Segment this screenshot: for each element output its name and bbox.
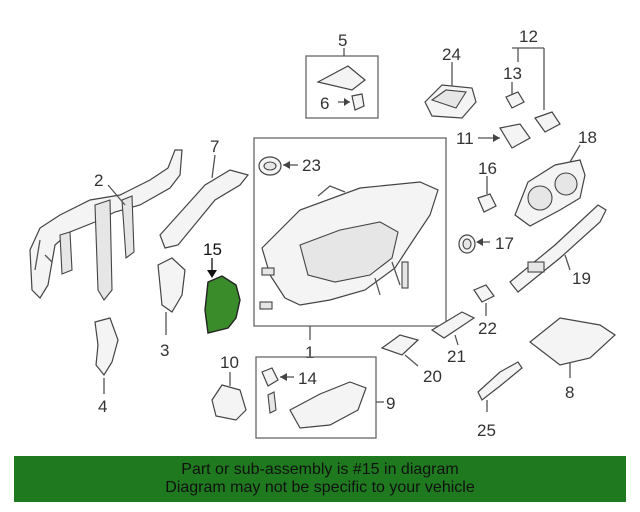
- part-22-switch: [473, 284, 495, 303]
- callout-17: 17: [495, 234, 514, 253]
- callout-4: 4: [98, 397, 107, 416]
- highlighted-part-15: [204, 275, 241, 334]
- callout-10: 10: [220, 353, 239, 372]
- part-13-bulb: [505, 91, 525, 109]
- part-12-switch: [534, 111, 561, 133]
- callout-20: 20: [423, 367, 442, 386]
- part-10-bracket: [211, 384, 247, 421]
- callout-8: 8: [565, 383, 574, 402]
- part-21-trim: [430, 311, 476, 339]
- callout-18: 18: [578, 128, 597, 147]
- callout-23: 23: [302, 156, 321, 175]
- callout-2: 2: [94, 171, 103, 190]
- callout-22: 22: [478, 319, 497, 338]
- part-1-group-box: [253, 137, 447, 327]
- footer-line-1: Part or sub-assembly is #15 in diagram: [181, 461, 459, 478]
- part-11-bracket: [499, 123, 531, 149]
- part-16-clip: [477, 193, 497, 213]
- callout-14: 14: [298, 369, 317, 388]
- callout-15: 15: [203, 240, 222, 259]
- part-20-panel: [380, 334, 420, 356]
- callout-24: 24: [442, 45, 461, 64]
- part-24-module: [424, 84, 477, 119]
- part-8-lower-cover: [529, 317, 616, 366]
- part-6-clip: [351, 93, 365, 111]
- part-14-clip: [261, 367, 279, 414]
- callout-1: 1: [305, 343, 314, 362]
- part-1-instrument-panel: [259, 181, 439, 310]
- footer-line-2: Diagram may not be specific to your vehi…: [165, 479, 475, 496]
- part-5-cover: [316, 65, 366, 91]
- part-7-top-cover: [159, 169, 250, 249]
- callout-12: 12: [519, 27, 538, 46]
- callout-6: 6: [320, 94, 329, 113]
- part-17-ring: [458, 234, 476, 254]
- callout-3: 3: [160, 341, 169, 360]
- part-18-cluster-bezel: [514, 159, 586, 227]
- callout-9: 9: [386, 394, 395, 413]
- callout-21: 21: [447, 347, 466, 366]
- part-3-bracket: [157, 257, 186, 313]
- part-4-bracket: [94, 317, 119, 377]
- part-25-bracket: [477, 361, 523, 401]
- callout-25: 25: [477, 421, 496, 440]
- part-19-trim: [509, 204, 607, 293]
- callout-16: 16: [478, 159, 497, 178]
- callout-11: 11: [456, 129, 474, 148]
- part-2-crossmember: [29, 149, 183, 301]
- callout-7: 7: [210, 137, 219, 156]
- part-5-group-box: [305, 55, 379, 119]
- part-9-shield: [289, 381, 367, 429]
- callout-5: 5: [338, 31, 347, 50]
- parts-diagram: 2 7 3 4 15 1 23 5: [29, 27, 616, 440]
- callout-19: 19: [572, 269, 591, 288]
- part-9-group-box: [255, 356, 377, 439]
- callout-13: 13: [503, 64, 522, 83]
- part-23-grommet: [258, 156, 282, 176]
- part-15-highlighted: [204, 275, 241, 334]
- footer-banner: Part or sub-assembly is #15 in diagram D…: [14, 456, 626, 502]
